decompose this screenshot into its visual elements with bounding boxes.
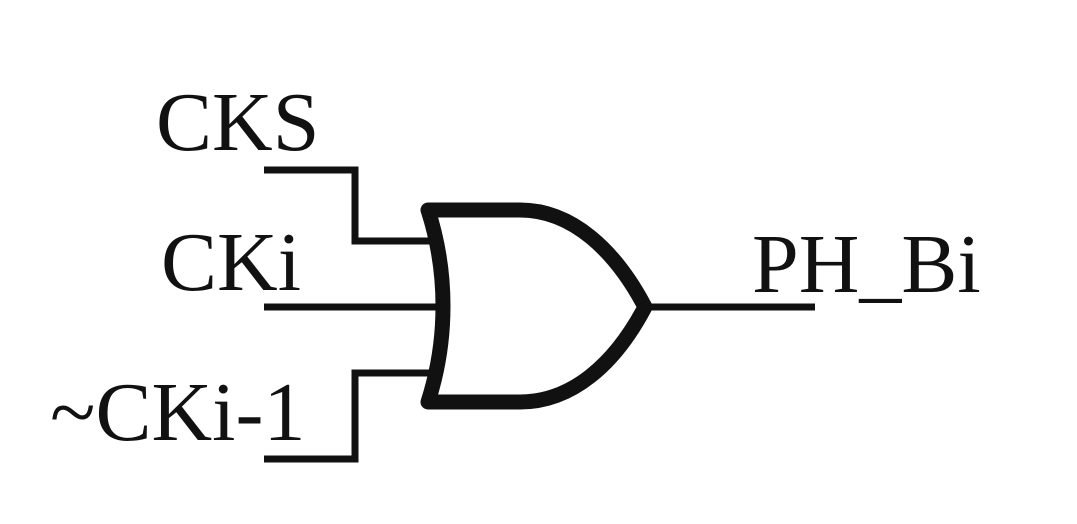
output-label-ph-bi: PH_Bi	[752, 218, 981, 311]
input-label-cki: CKi	[161, 216, 301, 309]
input-label-not-cki-1: ~CKi-1	[50, 366, 305, 459]
input-label-cks: CKS	[156, 76, 319, 169]
input-wire-not-cki-1	[264, 369, 436, 463]
input-wire-cks	[264, 166, 436, 245]
or-gate-symbol	[420, 202, 653, 410]
